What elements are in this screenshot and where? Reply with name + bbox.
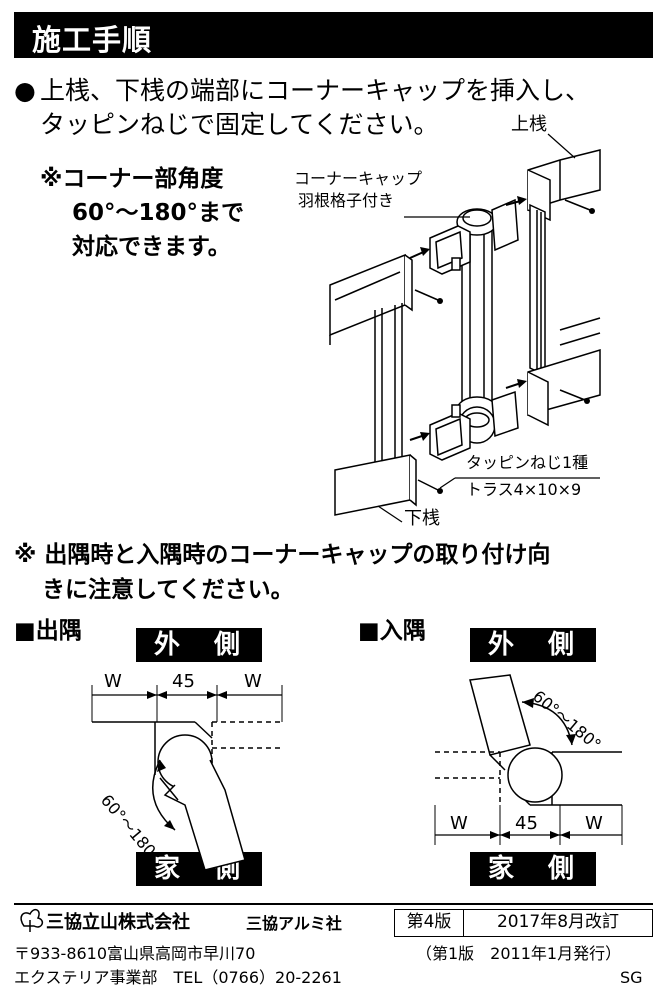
company-name: 三協立山株式会社 — [46, 912, 190, 933]
lower-cap-left-tab — [429, 404, 471, 461]
angle-note-line-2: 60°～180°まで — [72, 200, 245, 226]
label-corner-cap: コーナーキャップ — [294, 169, 423, 188]
angle-note-line-1: ※コーナー部角度 — [40, 166, 224, 192]
angle-note-line-3: 対応できます。 — [72, 234, 231, 260]
document-code: SG — [620, 968, 643, 987]
inner-corner-outside-label: 外 側 — [470, 628, 596, 662]
company-division: 三協アルミ社 — [246, 914, 342, 933]
inner-w-left: W — [450, 813, 468, 834]
edition-box: 第4版 — [394, 909, 464, 937]
footer-divider — [14, 903, 653, 905]
inner-center-dimension: 45 — [515, 813, 538, 834]
inner-corner-house-label: 家 側 — [470, 852, 596, 886]
header-banner: 施工手順 — [14, 12, 653, 58]
label-screw: タッピンねじ1種 — [466, 453, 589, 472]
left-slats — [374, 303, 403, 468]
inner-corner-heading: ■入隅 — [358, 618, 426, 644]
revision-label: 2017年8月改訂 — [496, 912, 620, 932]
address: 〒933-8610富山県高岡市早川70 — [14, 944, 256, 963]
outer-w-right: W — [244, 671, 262, 692]
upper-cap-right-tab — [491, 198, 519, 252]
lower-rail-leader — [377, 505, 403, 523]
upper-rail-leader — [547, 133, 576, 159]
edition-label: 第4版 — [406, 912, 452, 932]
page-title: 施工手順 — [32, 23, 153, 57]
instruction-line-1: 上桟、下桟の端部にコーナーキャップを挿入し、 — [40, 76, 591, 105]
outer-center-dimension: 45 — [172, 671, 195, 692]
label-corner-cap-sub: 羽根格子付き — [298, 191, 395, 210]
left-lower-rail — [334, 454, 417, 516]
label-lower-rail: 下桟 — [404, 508, 440, 529]
label-upper-rail: 上桟 — [511, 114, 547, 135]
label-screw-spec: トラス4×10×9 — [466, 480, 582, 499]
revision-box: 2017年8月改訂 — [463, 909, 653, 937]
bullet: ● — [14, 76, 36, 105]
screws — [414, 199, 591, 491]
caution-line-1: ※ 出隅時と入隅時のコーナーキャップの取り付け向 — [14, 542, 551, 568]
outer-corner-outside-label: 外 側 — [136, 628, 262, 662]
instruction-line-2: タッピンねじで固定してください。 — [40, 110, 439, 139]
caution-line-2: きに注意してください。 — [42, 577, 294, 603]
outer-w-left: W — [104, 671, 122, 692]
outer-corner-heading: ■出隅 — [14, 618, 82, 644]
lower-cap-right-tab — [491, 390, 519, 438]
corner-post — [456, 208, 498, 444]
left-upper-rail — [329, 253, 413, 345]
first-edition-note: （第1版 2011年1月発行） — [416, 944, 622, 963]
department-contact: エクステリア事業部 TEL（0766）20-2261 — [14, 968, 342, 987]
upper-cap-left-tab — [429, 225, 471, 275]
inner-w-right: W — [585, 813, 603, 834]
